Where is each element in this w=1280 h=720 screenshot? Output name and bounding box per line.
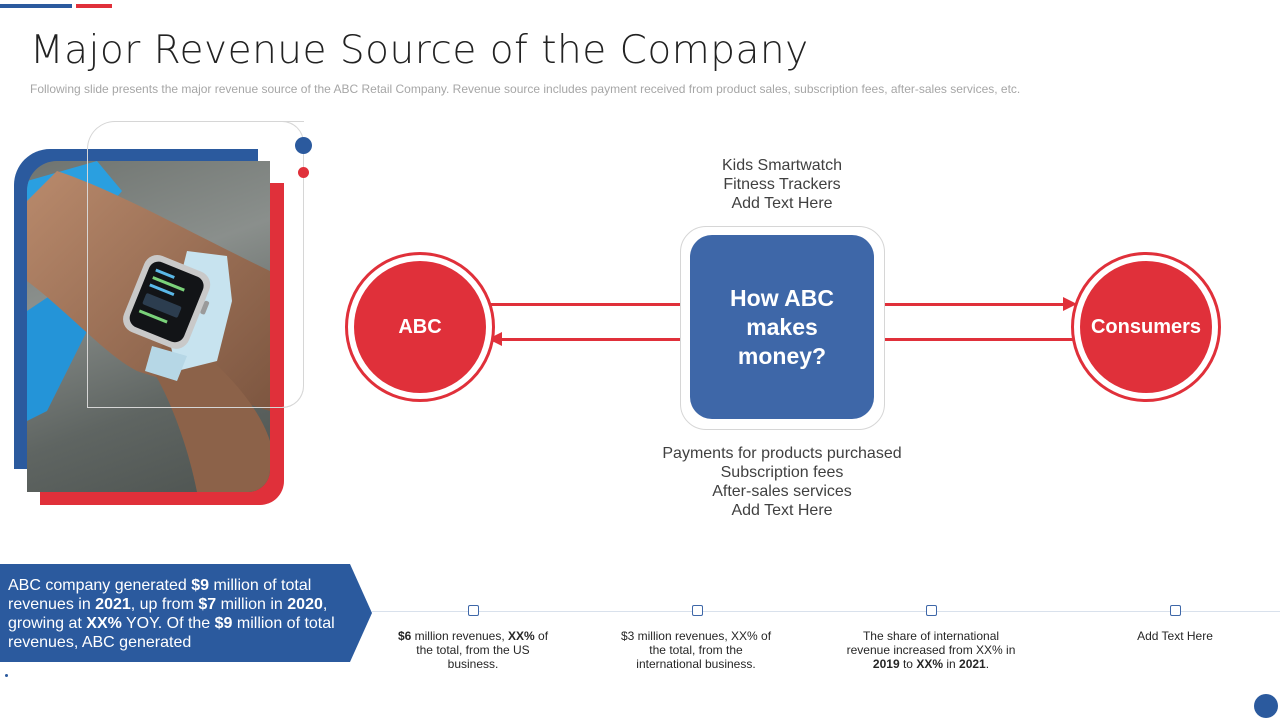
revenue-list: Payments for products purchased Subscrip… xyxy=(642,444,922,520)
accent-bar-red xyxy=(76,4,112,8)
smartwatch-photo xyxy=(27,161,270,492)
consumers-label: Consumers xyxy=(1090,315,1202,338)
timeline-node xyxy=(692,605,703,616)
consumers-circle: Consumers xyxy=(1080,261,1212,393)
product-item: Add Text Here xyxy=(731,195,833,212)
abc-label: ABC xyxy=(398,315,442,338)
slide-subtitle: Following slide presents the major reven… xyxy=(30,82,1021,96)
timeline-text: Add Text Here xyxy=(1137,629,1213,643)
slide-title: Major Revenue Source of the Company xyxy=(30,28,809,73)
arrow-head-right-icon xyxy=(1063,297,1077,311)
product-item: Kids Smartwatch xyxy=(721,157,843,174)
timeline-text: $3 million revenues, XX% of the total, f… xyxy=(620,629,772,671)
product-item: Fitness Trackers xyxy=(723,176,841,193)
arrow-center-to-abc xyxy=(500,338,681,341)
timeline-line xyxy=(372,611,1280,612)
arrow-abc-to-center xyxy=(488,303,681,306)
photo-outline-right xyxy=(270,121,304,408)
timeline-node xyxy=(468,605,479,616)
accent-bar-blue xyxy=(0,4,72,8)
smartwatch-illustration xyxy=(27,161,270,492)
revenue-item: Add Text Here xyxy=(731,502,833,519)
product-list: Kids Smartwatch Fitness Trackers Add Tex… xyxy=(682,156,882,213)
timeline-text: $6 million revenues, XX% of the total, f… xyxy=(397,629,549,671)
abc-circle: ABC xyxy=(354,261,486,393)
corner-dot xyxy=(1254,694,1278,718)
arrow-head-left-icon xyxy=(488,332,502,346)
revenue-item: Payments for products purchased xyxy=(662,445,902,462)
revenue-item: After-sales services xyxy=(712,483,852,500)
photo-outline xyxy=(87,121,304,408)
decor-dot-tiny xyxy=(5,674,8,677)
center-box: How ABC makes money? xyxy=(690,235,874,419)
revenue-item: Subscription fees xyxy=(720,464,844,481)
arrow-center-to-consumers xyxy=(885,303,1065,306)
timeline-node xyxy=(926,605,937,616)
decor-dot-blue xyxy=(295,137,312,154)
arrow-consumers-to-center xyxy=(885,338,1075,341)
timeline-node xyxy=(1170,605,1181,616)
summary-text: ABC company generated $9 million of tota… xyxy=(8,577,335,651)
center-box-label: How ABC makes money? xyxy=(730,284,834,369)
timeline-text: The share of international revenue incre… xyxy=(846,629,1016,671)
summary-banner xyxy=(0,564,372,662)
decor-dot-red xyxy=(298,167,309,178)
